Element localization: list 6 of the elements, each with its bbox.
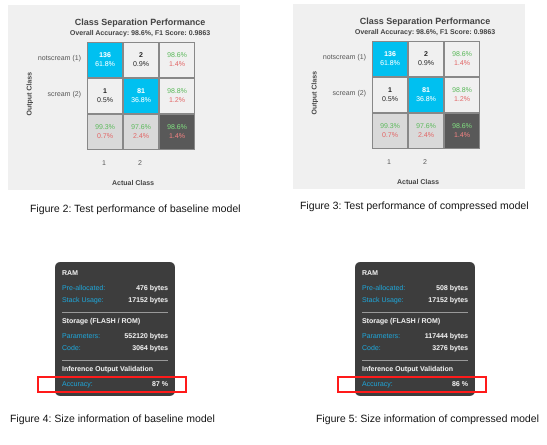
figure-caption: Figure 3: Test performance of compressed model bbox=[300, 200, 529, 212]
figure-caption: Figure 5: Size information of compressed model bbox=[316, 413, 539, 425]
chart-title: Class Separation Performance bbox=[358, 16, 492, 26]
figure-caption: Figure 4: Size information of baseline model bbox=[10, 413, 215, 425]
figure-caption: Figure 2: Test performance of baseline model bbox=[30, 203, 241, 215]
chart-title: Class Separation Performance bbox=[74, 17, 206, 27]
